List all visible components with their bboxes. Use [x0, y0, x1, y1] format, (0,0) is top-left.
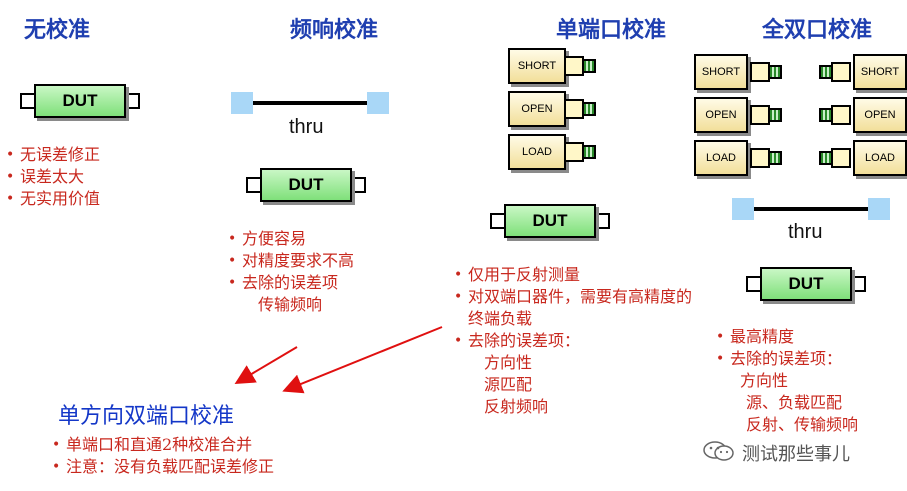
bullet-item: 对精度要求不高 — [228, 250, 354, 272]
thru-line-full — [732, 198, 890, 220]
dut-block-no-cal: DUT — [20, 84, 140, 118]
standard-short: SHORT — [508, 48, 614, 88]
standard-load: LOAD — [508, 134, 614, 174]
bullet-subitem: 源、负载匹配 — [746, 393, 843, 412]
bullet-subitem: 方向性 — [740, 371, 789, 390]
thru-wire — [253, 101, 367, 105]
watermark-text: 测试那些事儿 — [742, 444, 850, 465]
connector-icon — [768, 151, 782, 165]
title-response-calibration: 频响校准 — [290, 17, 379, 43]
standard-label: LOAD — [694, 140, 748, 176]
dut-label: DUT — [504, 204, 596, 238]
bullet-subitem: 方向性 — [484, 353, 533, 372]
standard-open-left: OPEN — [694, 97, 800, 137]
bullet-item: 单端口和直通2种校准合并 — [52, 434, 274, 456]
standard-short-left: SHORT — [694, 54, 800, 94]
thru-wire — [754, 207, 868, 211]
dut-label: DUT — [760, 267, 852, 301]
standard-label: OPEN — [853, 97, 907, 133]
thru-port-left — [231, 92, 253, 114]
title-no-calibration: 无校准 — [24, 17, 91, 43]
standard-short-right: SHORT — [801, 54, 907, 94]
standard-load-left: LOAD — [694, 140, 800, 180]
connector-icon — [582, 59, 596, 73]
dut-block-one-port: DUT — [490, 204, 610, 238]
connector-icon — [819, 151, 833, 165]
connector-icon — [819, 108, 833, 122]
thru-label: thru — [289, 116, 324, 138]
connector-icon — [819, 65, 833, 79]
standard-open-right: OPEN — [801, 97, 907, 137]
bullet-item: 无误差修正 — [6, 144, 100, 166]
wechat-icon — [702, 440, 736, 462]
connector-icon — [582, 145, 596, 159]
standard-label: SHORT — [853, 54, 907, 90]
bullet-item: 最高精度 — [716, 326, 858, 348]
bullet-subitem: 反射、传输频响 — [746, 415, 859, 434]
bullet-item: 无实用价值 — [6, 188, 100, 210]
bullets-full: 最高精度 去除的误差项： 方向性 源、负载匹配 反射、传输频响 — [716, 326, 858, 436]
bullet-item: 误差太大 — [6, 166, 100, 188]
bullet-item: 去除的误差项： — [716, 348, 858, 370]
standard-label: SHORT — [694, 54, 748, 90]
thru-line-response — [231, 92, 389, 114]
connector-icon — [582, 102, 596, 116]
bullet-item: 去除的误差项： — [454, 330, 698, 352]
standard-label: SHORT — [508, 48, 566, 84]
standard-label: OPEN — [694, 97, 748, 133]
bullet-item: 对双端口器件，需要有高精度的终端负载 — [454, 286, 698, 330]
standard-label: LOAD — [853, 140, 907, 176]
dut-block-full: DUT — [746, 267, 866, 301]
dut-block-response: DUT — [246, 168, 366, 202]
bullet-item: 仅用于反射测量 — [454, 264, 698, 286]
bullets-one-port: 仅用于反射测量 对双端口器件，需要有高精度的终端负载 去除的误差项： 方向性 源… — [454, 264, 698, 418]
thru-port-right — [367, 92, 389, 114]
arrow-from-one-port — [282, 326, 443, 394]
title-one-port-calibration: 单端口校准 — [556, 17, 667, 43]
bullet-item: 方便容易 — [228, 228, 354, 250]
bullets-no-cal: 无误差修正 误差太大 无实用价值 — [6, 144, 100, 210]
standard-load-right: LOAD — [801, 140, 907, 180]
dut-label: DUT — [260, 168, 352, 202]
dut-label: DUT — [34, 84, 126, 118]
arrow-from-response — [234, 346, 298, 385]
bullets-response: 方便容易 对精度要求不高 去除的误差项 传输频响 — [228, 228, 354, 316]
standard-label: LOAD — [508, 134, 566, 170]
connector-icon — [768, 108, 782, 122]
connector-icon — [768, 65, 782, 79]
bullet-item: 注意：没有负载匹配误差修正 — [52, 456, 274, 478]
bullet-item: 去除的误差项 — [228, 272, 354, 294]
standard-label: OPEN — [508, 91, 566, 127]
bullets-one-path: 单端口和直通2种校准合并 注意：没有负载匹配误差修正 — [52, 434, 274, 478]
thru-label: thru — [788, 221, 823, 243]
thru-port-right — [868, 198, 890, 220]
title-full-two-port-calibration: 全双口校准 — [762, 17, 873, 43]
bullet-subitem: 反射频响 — [484, 397, 549, 416]
bullet-subitem: 传输频响 — [258, 295, 323, 314]
bullet-subitem: 源匹配 — [484, 375, 533, 394]
standard-open: OPEN — [508, 91, 614, 131]
title-one-path-two-port: 单方向双端口校准 — [58, 404, 235, 429]
thru-port-left — [732, 198, 754, 220]
